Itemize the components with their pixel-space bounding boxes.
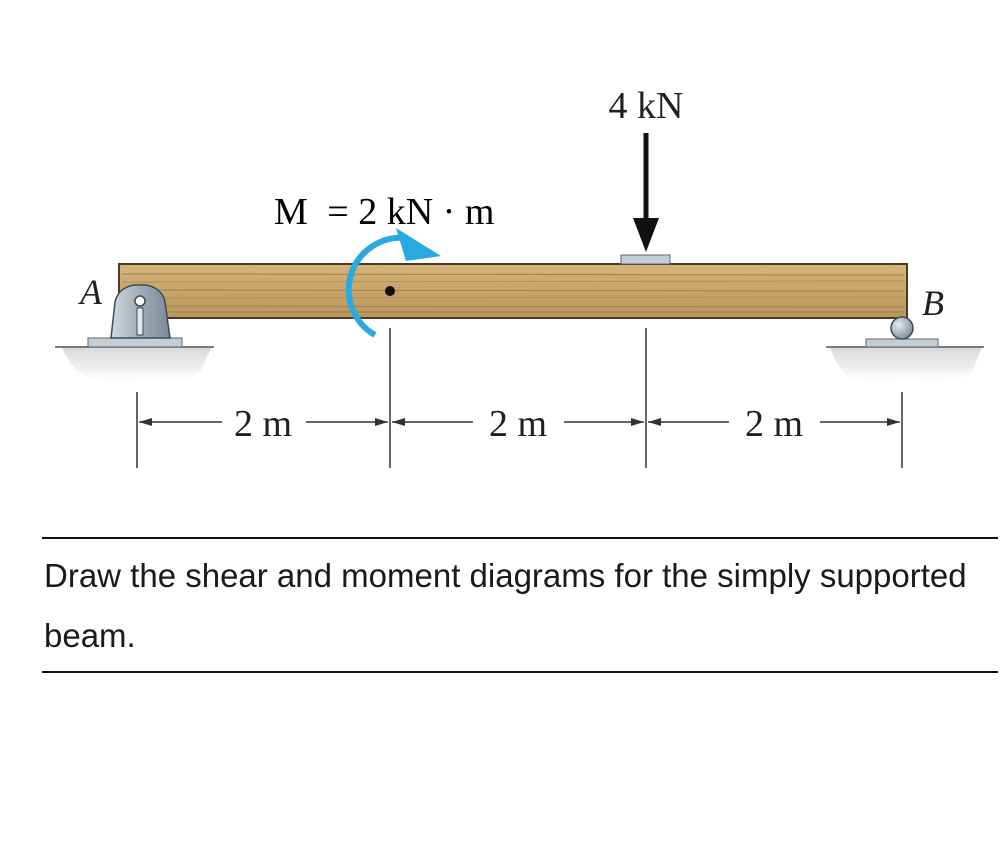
moment-symbol: M	[274, 191, 308, 233]
bottom-rule	[42, 671, 998, 673]
moment-arrow	[345, 228, 441, 338]
ground-b	[826, 338, 984, 383]
span-label-2: 2 m	[489, 403, 547, 445]
span-label-1: 2 m	[234, 403, 292, 445]
beam	[118, 263, 908, 319]
dimension-lines	[136, 328, 903, 468]
load-label: 4 kN	[609, 85, 684, 127]
span-label-3: 2 m	[745, 403, 803, 445]
problem-statement: Draw the shear and moment diagrams for t…	[44, 557, 967, 654]
point-b-label: B	[922, 283, 944, 323]
pin-support-a	[110, 284, 171, 339]
ground-a	[55, 337, 214, 383]
moment-value: = 2 kN · m	[327, 191, 494, 233]
moment-label: M = 2 kN · m	[274, 191, 494, 233]
top-rule	[42, 537, 998, 539]
dimension-arrowheads	[139, 418, 900, 426]
roller-support-b	[890, 316, 914, 340]
point-a-label: A	[78, 272, 103, 312]
point-load	[620, 133, 671, 265]
beam-diagram: 4 kN M = 2 kN · m A B 2 m 2 m 2 m	[55, 85, 984, 468]
